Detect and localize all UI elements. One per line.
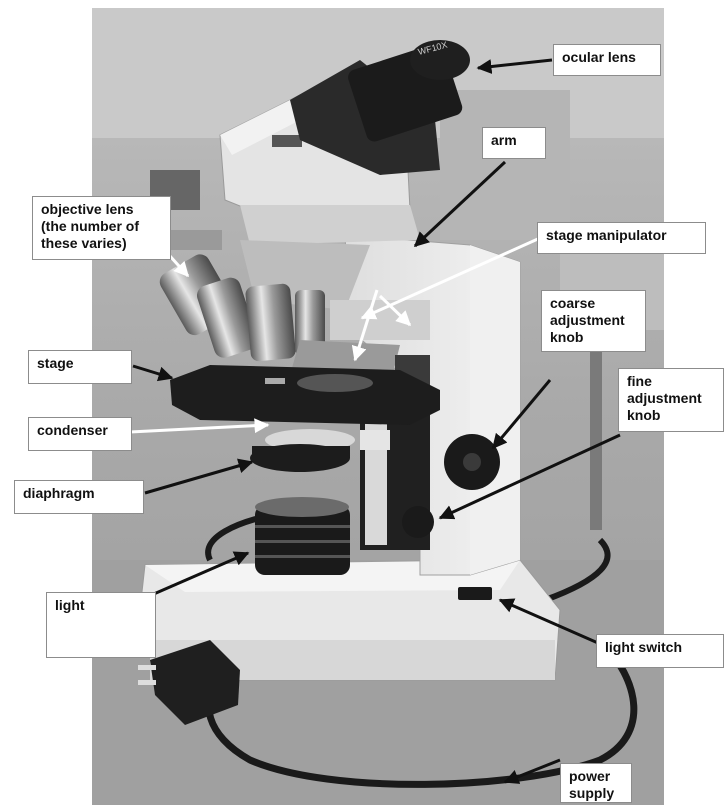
label-light-switch: light switch [596, 634, 724, 668]
fine-knob-shape [402, 506, 434, 538]
label-coarse-adjustment-knob: coarse adjustment knob [541, 290, 646, 352]
label-power-supply: power supply [560, 763, 632, 803]
label-arm: arm [482, 127, 546, 159]
microscope-stage [170, 365, 440, 425]
light-source [255, 497, 350, 575]
light-switch-shape [458, 587, 492, 600]
label-ocular-lens: ocular lens [553, 44, 661, 76]
label-condenser: condenser [28, 417, 132, 451]
label-diaphragm: diaphragm [14, 480, 144, 514]
label-fine-adjustment-knob: fine adjustment knob [618, 368, 724, 432]
label-stage: stage [28, 350, 132, 384]
label-light: light [46, 592, 156, 658]
label-stage-manipulator: stage manipulator [537, 222, 706, 254]
label-objective-lens: objective lens (the number of these vari… [32, 196, 171, 260]
